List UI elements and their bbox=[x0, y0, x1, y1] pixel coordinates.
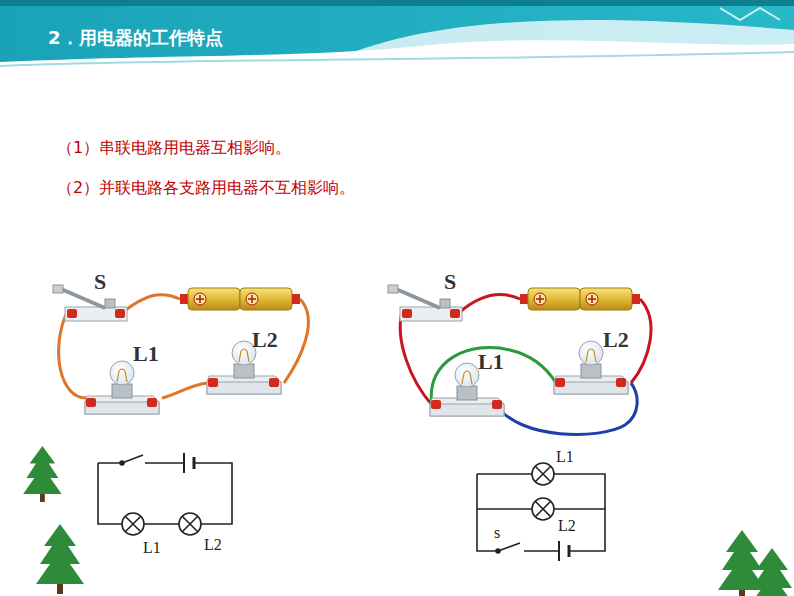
bulb-label: L2 bbox=[603, 328, 629, 352]
lamp-label: L2 bbox=[558, 517, 576, 535]
note-text: （2）并联电路各支路用电器不互相影响。 bbox=[57, 179, 355, 197]
bulb-label: L1 bbox=[133, 342, 159, 366]
switch-label: S bbox=[444, 270, 456, 294]
switch-label: s bbox=[494, 524, 500, 542]
lamp-label: L2 bbox=[204, 536, 222, 554]
slide-title: 2．用电器的工作特点 bbox=[48, 28, 223, 48]
note-text: （1）串联电路用电器互相影响。 bbox=[57, 139, 291, 157]
bulb-label: L1 bbox=[478, 350, 504, 374]
lamp-label: L1 bbox=[143, 539, 161, 557]
switch-label: S bbox=[94, 270, 106, 294]
bulb-label: L2 bbox=[252, 328, 278, 352]
lamp-label: L1 bbox=[556, 448, 574, 466]
